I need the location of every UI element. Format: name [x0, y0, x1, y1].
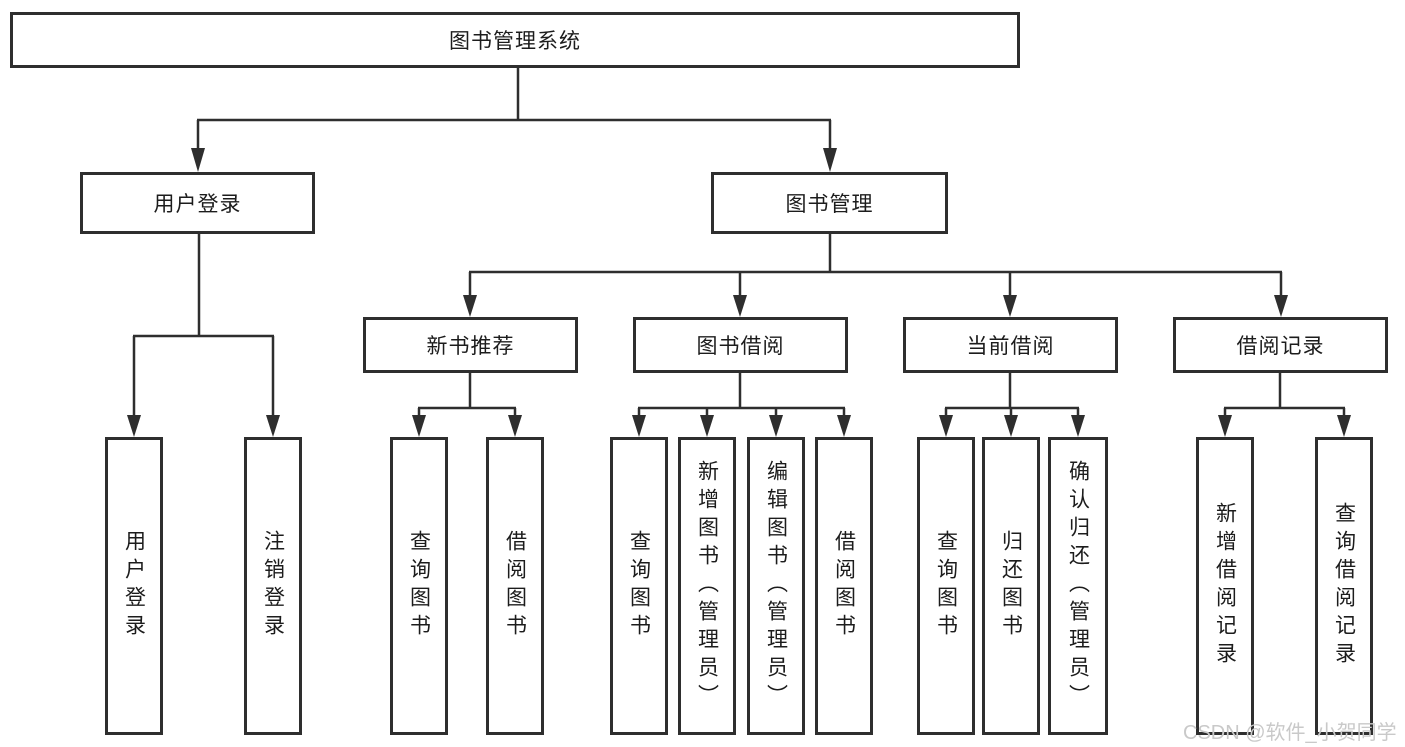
- leaf-user-login: 用户登录: [105, 437, 163, 735]
- leaf-borrow-books-recommend: 借阅图书: [486, 437, 544, 735]
- leaf-edit-book-admin: 编辑图书（管理员）: [747, 437, 805, 735]
- node-new-book-recommend: 新书推荐: [363, 317, 578, 373]
- node-book-management: 图书管理: [711, 172, 948, 234]
- leaf-add-book-admin: 新增图书（管理员）: [678, 437, 736, 735]
- node-borrow-records: 借阅记录: [1173, 317, 1388, 373]
- leaf-confirm-return-admin: 确认归还（管理员）: [1048, 437, 1108, 735]
- csdn-watermark: CSDN @软件_小贺同学: [1183, 722, 1397, 744]
- node-book-borrow: 图书借阅: [633, 317, 848, 373]
- leaf-query-books-current: 查询图书: [917, 437, 975, 735]
- leaf-return-book: 归还图书: [982, 437, 1040, 735]
- leaf-query-borrow-record: 查询借阅记录: [1315, 437, 1373, 735]
- leaf-add-borrow-record: 新增借阅记录: [1196, 437, 1254, 735]
- leaf-logout: 注销登录: [244, 437, 302, 735]
- node-root: 图书管理系统: [10, 12, 1020, 68]
- node-user-login: 用户登录: [80, 172, 315, 234]
- leaf-query-books-recommend: 查询图书: [390, 437, 448, 735]
- leaf-borrow-books: 借阅图书: [815, 437, 873, 735]
- leaf-query-books-borrow: 查询图书: [610, 437, 668, 735]
- node-current-borrow: 当前借阅: [903, 317, 1118, 373]
